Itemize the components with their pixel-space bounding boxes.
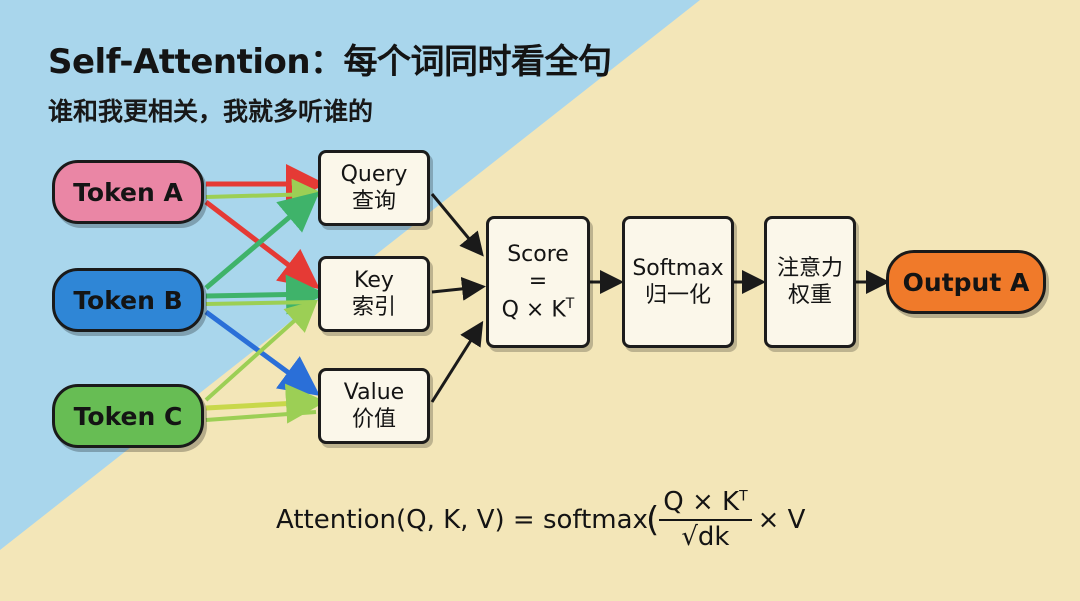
formula-num-base: Q × K	[663, 487, 740, 518]
arrow-tokenC-key-lightgreen	[204, 299, 318, 402]
arrow-key-score	[431, 276, 486, 301]
formula-open-paren: (	[645, 500, 660, 540]
arrow-tokenC-value-yellowgreen	[205, 383, 326, 424]
formula-denominator: √dk	[681, 522, 730, 552]
value-box: Value 价值	[318, 368, 430, 444]
softmax-box: Softmax 归一化	[622, 216, 734, 348]
attention-weights-box: 注意力 权重	[764, 216, 856, 348]
formula-num-sup: T	[739, 488, 748, 505]
page-subtitle: 谁和我更相关，我就多听谁的	[48, 97, 374, 126]
arrow-tokenB-key-green	[205, 274, 326, 315]
attention-formula: Attention(Q, K, V) = softmax ( Q × KT √d…	[276, 478, 805, 562]
key-label-en: Key	[354, 267, 394, 293]
score-formula-base: Q × K	[501, 296, 566, 322]
output-a-label: Output A	[902, 267, 1030, 297]
score-formula: Q × KT	[502, 296, 575, 324]
key-box: Key 索引	[318, 256, 430, 332]
arrow-tokenC-value-lightgreen	[205, 410, 317, 422]
value-label-zh: 价值	[351, 407, 396, 432]
token-a-label: Token A	[73, 177, 183, 207]
softmax-label: Softmax	[632, 255, 724, 281]
page-title: Self-Attention：每个词同时看全句	[48, 42, 612, 82]
weights-sublabel: 权重	[787, 283, 832, 308]
token-a: Token A	[52, 160, 204, 224]
token-c: Token C	[52, 384, 204, 448]
arrow-tokenA-query-green	[205, 178, 324, 211]
token-c-label: Token C	[73, 401, 183, 431]
query-box: Query 查询	[318, 150, 430, 226]
softmax-sublabel: 归一化	[644, 283, 711, 308]
formula-numerator: Q × KT	[659, 487, 752, 521]
formula-left: Attention(Q, K, V) = softmax	[276, 505, 648, 535]
formula-right: × V	[757, 505, 806, 535]
token-b: Token B	[52, 268, 204, 332]
arrow-tokenB-query-green	[204, 191, 320, 290]
score-box: Score = Q × KT	[486, 216, 590, 348]
score-label: Score	[507, 241, 569, 267]
query-label-zh: 查询	[351, 189, 396, 214]
arrow-tokenB-key-lightgreen	[205, 300, 317, 306]
token-b-label: Token B	[73, 285, 183, 315]
output-a: Output A	[886, 250, 1046, 314]
score-equals: =	[528, 269, 548, 295]
weights-label: 注意力	[776, 255, 843, 281]
value-label-en: Value	[343, 379, 405, 405]
key-label-zh: 索引	[351, 295, 396, 320]
score-formula-sup: T	[565, 295, 575, 312]
arrow-query-score	[430, 193, 484, 257]
query-label-en: Query	[340, 161, 408, 187]
arrow-value-score	[430, 320, 484, 403]
formula-fraction: Q × KT √dk	[659, 487, 752, 552]
